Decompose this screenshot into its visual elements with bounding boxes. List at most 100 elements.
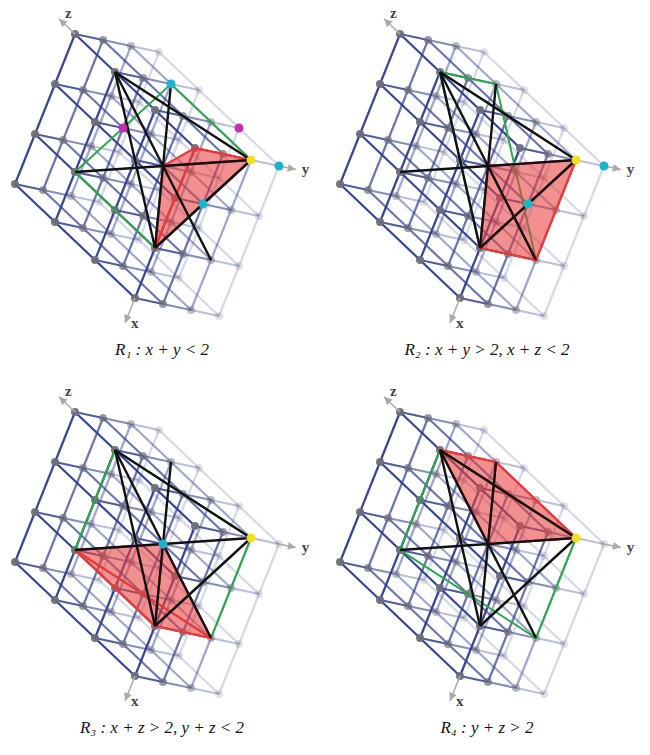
grid-line <box>504 656 544 694</box>
grid-line <box>408 90 448 128</box>
axis-line <box>384 19 400 34</box>
grid-line <box>516 638 536 688</box>
lattice-point <box>356 130 364 138</box>
lattice-point <box>444 262 452 270</box>
lattice-point <box>135 476 143 484</box>
marked-point <box>572 534 581 543</box>
lattice-point <box>119 502 127 510</box>
polytope-edge <box>440 72 488 166</box>
lattice-point <box>424 414 432 422</box>
lattice-point <box>255 212 263 220</box>
grid-line <box>123 266 163 304</box>
lattice-point <box>512 306 520 314</box>
lattice-point <box>336 180 344 188</box>
lattice-point <box>560 640 568 648</box>
lattice-point <box>179 250 187 258</box>
grid-line <box>179 656 219 694</box>
lattice-point <box>392 570 400 578</box>
grid-line <box>408 228 448 266</box>
polytope-edge <box>440 450 480 626</box>
lattice-point <box>107 230 115 238</box>
lattice-point <box>79 224 87 232</box>
lattice-point <box>175 514 183 522</box>
grid-line <box>440 588 480 626</box>
grid-line <box>516 688 544 694</box>
grid-line <box>95 122 135 160</box>
axis-line <box>384 397 400 412</box>
lattice-point <box>247 156 255 164</box>
region-tetrahedron <box>440 450 576 538</box>
lattice-point <box>376 596 384 604</box>
lattice-point <box>412 520 420 528</box>
grid-line <box>43 568 83 606</box>
lattice-point <box>424 174 432 182</box>
polytope-edge <box>155 160 251 248</box>
lattice-point <box>199 200 207 208</box>
grid-line <box>380 84 420 122</box>
grid-line <box>476 650 516 688</box>
grid-line <box>35 462 55 512</box>
marked-point <box>275 162 284 171</box>
region-tetrahedron <box>488 160 576 260</box>
grid-line <box>516 260 536 310</box>
marked-point <box>119 124 128 133</box>
grid-line <box>340 134 360 184</box>
grid-line <box>115 450 155 488</box>
grid-line <box>380 600 420 638</box>
lattice-point <box>87 520 95 528</box>
grid-line <box>488 682 516 688</box>
grid-line <box>420 122 460 160</box>
lattice-point <box>492 596 500 604</box>
axis-arrowhead <box>287 164 296 172</box>
lattice-point <box>87 142 95 150</box>
lattice-point <box>59 514 67 522</box>
grid-line <box>368 140 388 190</box>
axis-label: y <box>302 539 310 556</box>
grid-line <box>424 152 444 202</box>
grid-line <box>508 116 548 154</box>
lattice-point <box>432 608 440 616</box>
grid-line <box>460 248 480 298</box>
polytope-edge <box>400 166 488 172</box>
grid-line <box>35 512 75 550</box>
lattice-point <box>460 614 468 622</box>
lattice-point <box>135 98 143 106</box>
grid-line <box>211 638 239 644</box>
lattice-point <box>159 540 167 548</box>
grid-line <box>420 260 460 298</box>
lattice-point <box>572 156 580 164</box>
lattice-point <box>235 502 243 510</box>
marked-point <box>167 80 176 89</box>
grid-line <box>163 632 183 682</box>
axis-arrowhead <box>612 542 621 550</box>
grid-line <box>179 278 219 316</box>
axis-label: z <box>390 383 397 400</box>
polytope-edge <box>75 544 163 550</box>
lattice-point <box>420 576 428 584</box>
polytope-edge <box>440 72 480 248</box>
lattice-point <box>127 42 135 50</box>
axis-label: x <box>131 315 139 332</box>
grid-line <box>135 676 163 682</box>
grid-line <box>239 594 259 644</box>
grid-line <box>183 494 223 532</box>
grid-line <box>183 254 211 260</box>
grid-line <box>360 84 380 134</box>
grid-line <box>83 90 123 128</box>
lattice-point <box>135 614 143 622</box>
lattice-point <box>147 646 155 654</box>
lattice-point <box>376 218 384 226</box>
lattice-point <box>436 206 444 214</box>
grid-line <box>516 550 556 588</box>
lattice-point <box>187 306 195 314</box>
lattice-point <box>440 526 448 534</box>
grid-line <box>428 178 468 216</box>
lattice-point <box>444 640 452 648</box>
lattice-point <box>235 640 243 648</box>
grid-line <box>380 222 420 260</box>
grid-line <box>55 412 75 462</box>
grid-line <box>219 506 239 556</box>
grid-line <box>544 644 564 694</box>
axis-arrowhead <box>449 314 456 323</box>
lattice-point <box>67 192 75 200</box>
